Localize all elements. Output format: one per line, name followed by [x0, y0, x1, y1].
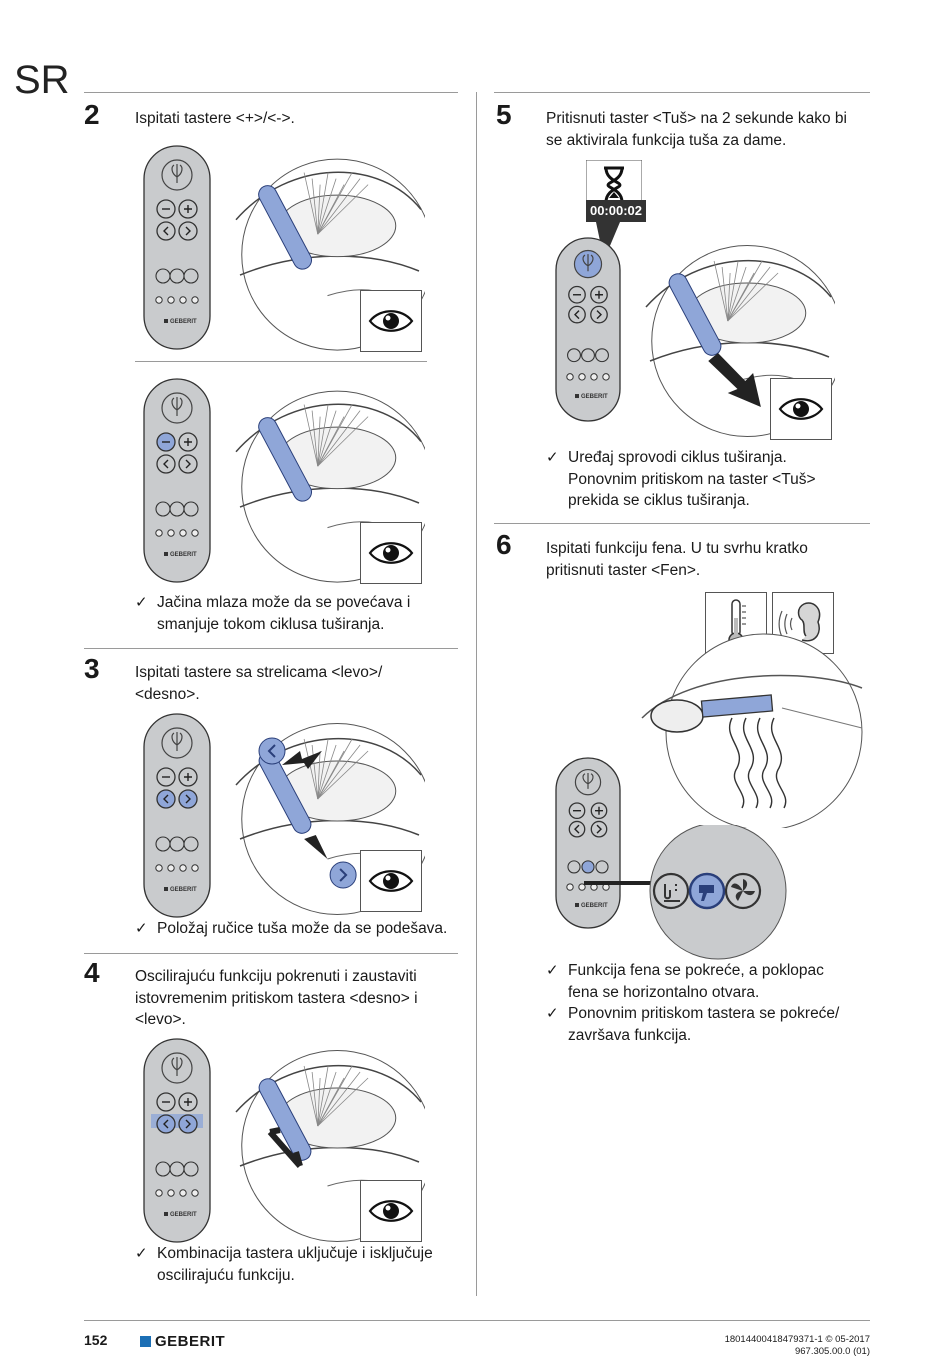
step-number: 2	[84, 99, 100, 130]
step-text: Pritisnuti taster <Tuš> na 2 sekunde kak…	[546, 110, 847, 149]
step-text: Ispitati tastere <+>/<->.	[135, 110, 295, 127]
svg-text:GEBERIT: GEBERIT	[581, 903, 608, 909]
svg-text:GEBERIT: GEBERIT	[170, 319, 197, 325]
svg-text:GEBERIT: GEBERIT	[581, 394, 608, 400]
result-text: Jačina mlaza može da se povećava i smanj…	[157, 594, 411, 633]
result-text: Funkcija fena se pokreće, a poklopac fen…	[568, 962, 824, 1001]
column-divider	[476, 92, 477, 1296]
svg-text:GEBERIT: GEBERIT	[170, 1212, 197, 1218]
result-check: Kombinacija tastera uključuje i isključu…	[135, 1243, 477, 1286]
remote-control-figure: GEBERIT	[555, 757, 621, 929]
header-rule-right	[494, 92, 870, 93]
remote-control-figure: GEBERIT	[143, 713, 211, 918]
result-text: Ponovnim pritiskom tastera se pokreće/ z…	[568, 1005, 840, 1044]
eye-icon	[360, 1180, 422, 1242]
section-divider	[84, 953, 458, 954]
step-number: 5	[496, 99, 512, 130]
remote-control-figure: GEBERIT	[143, 378, 211, 583]
remote-control-figure: GEBERIT	[555, 237, 621, 422]
step-number: 4	[84, 957, 100, 988]
footer-rule	[84, 1320, 870, 1321]
step-number: 3	[84, 653, 100, 684]
eye-icon	[360, 850, 422, 912]
remote-control-figure: GEBERIT	[143, 145, 211, 350]
step-text: Ispitati tastere sa strelicama <levo>/ <…	[135, 664, 383, 703]
result-text: Položaj ručice tuša može da se podešava.	[157, 920, 448, 937]
svg-text:GEBERIT: GEBERIT	[170, 552, 197, 558]
step-number: 6	[496, 529, 512, 560]
result-check: Ponovnim pritiskom tastera se pokreće/ z…	[546, 1003, 898, 1046]
dryer-button-zoom	[584, 825, 787, 960]
section-divider	[84, 648, 458, 649]
step-text: Ispitati funkciju fena. U tu svrhu kratk…	[546, 540, 808, 579]
result-check: Položaj ručice tuša može da se podešava.	[135, 918, 477, 940]
page-number: 152	[84, 1332, 108, 1348]
result-check: Uređaj sprovodi ciklus tuširanja. Ponovn…	[546, 447, 898, 512]
document-version: 967.305.00.0 (01)	[794, 1346, 870, 1357]
language-code: SR	[14, 58, 70, 102]
result-check: Jačina mlaza može da se povećava i smanj…	[135, 592, 477, 635]
section-divider	[135, 361, 427, 362]
result-check: Funkcija fena se pokreće, a poklopac fen…	[546, 960, 898, 1003]
geberit-logo: GEBERIT	[140, 1333, 225, 1350]
remote-control-figure: GEBERIT	[143, 1038, 211, 1243]
section-divider	[494, 523, 870, 524]
logo-square-icon	[140, 1336, 151, 1347]
header-rule-left	[84, 92, 458, 93]
eye-icon	[770, 378, 832, 440]
eye-icon	[360, 522, 422, 584]
document-id: 18014400418479371-1 © 05-2017	[724, 1334, 870, 1345]
result-text: Kombinacija tastera uključuje i isključu…	[157, 1245, 433, 1284]
toilet-shower-illustration	[645, 245, 835, 437]
dryer-outlet-illustration	[641, 633, 863, 828]
eye-icon	[360, 290, 422, 352]
logo-text: GEBERIT	[155, 1333, 226, 1350]
timer-display: 00:00:02	[586, 200, 646, 222]
document-info: 18014400418479371-1 © 05-2017 967.305.00…	[725, 1334, 870, 1358]
step-text: Oscilirajuću funkciju pokrenuti i zausta…	[135, 968, 418, 1028]
result-text: Uređaj sprovodi ciklus tuširanja. Ponovn…	[568, 449, 816, 509]
svg-text:GEBERIT: GEBERIT	[170, 887, 197, 893]
